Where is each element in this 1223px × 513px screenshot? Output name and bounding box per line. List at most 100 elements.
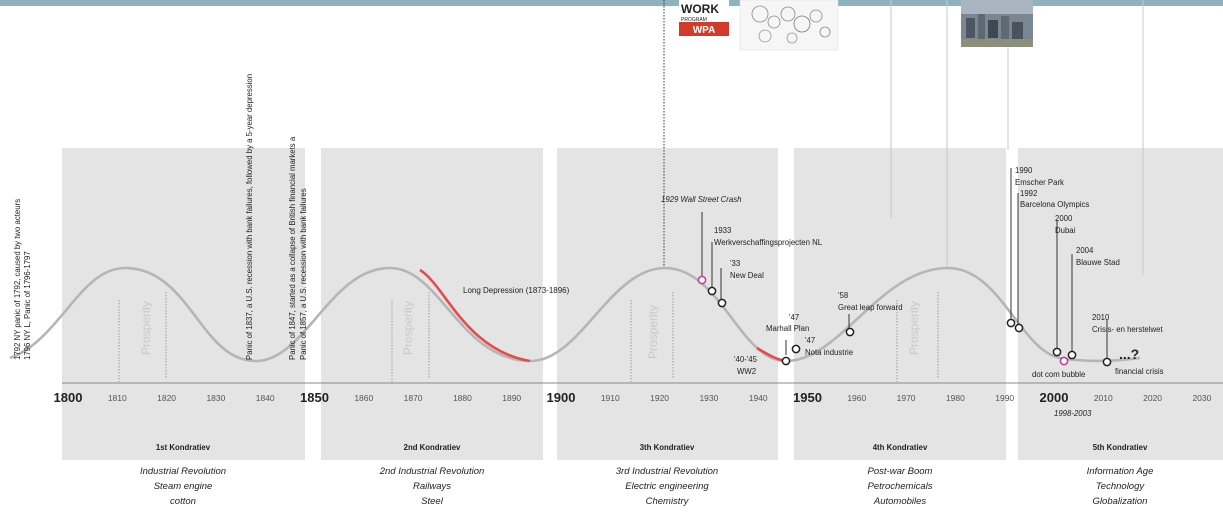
event-dubai: Dubai [1055,226,1076,235]
panel-k3 [557,148,778,460]
panel-k1 [62,148,305,460]
kondratiev-line-1: Post-war Boom [868,466,933,477]
axis-minor-label: 2030 [1192,393,1211,403]
kondratiev-line-3: Steel [421,496,444,507]
event-marker-2000 [1052,347,1062,357]
panel-k4 [794,148,1006,460]
kondratiev-line-1: 3rd Industrial Revolution [616,466,718,477]
axis-minor-label: 1830 [206,393,225,403]
panel-k5 [1018,148,1223,460]
event-33-year: '33 [730,259,740,268]
prosperity-label-2: Prosperity [401,301,415,355]
kondratiev-line-2: Petrochemicals [868,481,933,492]
event-emscher-park: Emscher Park [1015,178,1064,187]
event-40-45: '40-'45 [734,355,758,364]
event-1998-2003: 1998-2003 [1054,409,1092,418]
event-marker-great-leap [845,327,855,337]
panic-1847: Panic of 1847, started as a collapse of … [288,136,297,360]
kondratiev-name: 1st Kondratiev [156,443,211,452]
event-2010-year: 2010 [1092,313,1110,322]
event-marker-new-deal [717,298,727,308]
kondratiev-name: 3th Kondratiev [640,443,695,452]
kondratiev-line-3: Automobiles [873,496,927,507]
circles-map-image [739,0,839,51]
event-33-text: New Deal [730,271,764,280]
event-marker-2004 [1067,350,1077,360]
axis-major-label: 1850 [300,390,329,405]
axis-major-label: 1900 [547,390,576,405]
long-depression-label: Long Depression (1873-1896) [463,286,570,295]
event-marker-nota [791,344,801,354]
axis-minor-label: 1960 [847,393,866,403]
panic-1792: 1792 NY panic of 1792, caused by two act… [13,199,22,360]
panic-1796: 1796 NY L, Panic of 1796-1797 [23,251,32,360]
axis-minor-label: 1820 [157,393,176,403]
axis-minor-label: 2010 [1094,393,1113,403]
event-marker-dot-com [1059,356,1069,366]
panic-1837: Panic of 1837, a U.S. recession with ban… [245,74,254,360]
svg-text:PROGRAM: PROGRAM [681,17,707,23]
kondratiev-line-3: Chemistry [646,496,690,507]
event-marker-1933 [707,286,717,296]
event-1992-year: 1992 [1020,189,1037,198]
svg-text:WORK: WORK [681,2,719,16]
kondratiev-line-1: 2nd Industrial Revolution [379,466,485,477]
city-photo-image [961,0,1033,47]
event-1933-text: Werkverschaffingsprojecten NL [714,238,823,247]
prosperity-label-4: Prosperity [907,301,921,355]
kondratiev-line-3: cotton [170,496,196,507]
kondratiev-wave [9,266,1141,363]
svg-text:WPA: WPA [693,25,716,36]
panic-1857: Panic of 1857, a U.S. recession with ban… [299,188,308,360]
kondratiev-name: 2nd Kondratiev [404,443,461,452]
kondratiev-line-3: Globalization [1093,496,1148,507]
event-marker-1990 [1006,318,1016,328]
top-bar [0,0,1223,6]
wpa-logo-image: WORK PROGRAM WPA [679,0,729,38]
event-financial-crisis: financial crisis [1115,367,1164,376]
event-58-year: '58 [838,291,848,300]
axis-minor-label: 1890 [502,393,521,403]
prosperity-label-1: Prosperity [139,301,153,355]
axis-major-label: 2000 [1040,390,1069,405]
event-47-year-a: '47 [789,313,799,322]
axis-minor-label: 1920 [650,393,669,403]
axis-minor-label: 1840 [256,393,275,403]
axis-minor-label: 1860 [354,393,373,403]
kondratiev-line-2: Steam engine [154,481,213,492]
event-1933-year: 1933 [714,226,731,235]
axis-minor-label: 1940 [749,393,768,403]
axis-minor-label: 1980 [946,393,965,403]
prosperity-label-3: Prosperity [646,305,660,359]
event-marshall-plan: Marhall Plan [766,324,809,333]
event-ww2: WW2 [737,367,756,376]
axis-minor-label: 2020 [1143,393,1162,403]
axis-minor-label: 1910 [601,393,620,403]
kondratiev-line-1: Industrial Revolution [140,466,226,477]
event-blauwe-stad: Blauwe Stad [1076,258,1120,267]
axis-minor-label: 1880 [453,393,472,403]
axis-minor-label: 1990 [995,393,1014,403]
axis-major-label: 1800 [54,390,83,405]
axis-major-label: 1950 [793,390,822,405]
event-marker-1929 [697,275,707,285]
event-crisis-herstelwet: Crisis- en herstelwet [1092,325,1163,334]
event-nota-industrie: Nota industrie [805,348,853,357]
event-marker-ww2 [781,356,791,366]
kondratiev-name: 4th Kondratiev [873,443,928,452]
panel-k2 [321,148,543,460]
event-dot-com: dot com bubble [1032,370,1085,379]
kondratiev-line-2: Electric engineering [625,481,709,492]
axis-minor-label: 1870 [404,393,423,403]
axis-minor-label: 1930 [699,393,718,403]
event-wall-street: 1929 Wall Street Crash [661,195,741,204]
event-2004-year: 2004 [1076,246,1094,255]
event-barcelona: Barcelona Olympics [1020,200,1089,209]
kondratiev-line-2: Technology [1096,481,1145,492]
event-great-leap: Great leap forward [838,303,903,312]
event-question: ...? [1119,346,1139,362]
kondratiev-name: 5th Kondratiev [1093,443,1148,452]
event-2000-year: 2000 [1055,214,1073,223]
